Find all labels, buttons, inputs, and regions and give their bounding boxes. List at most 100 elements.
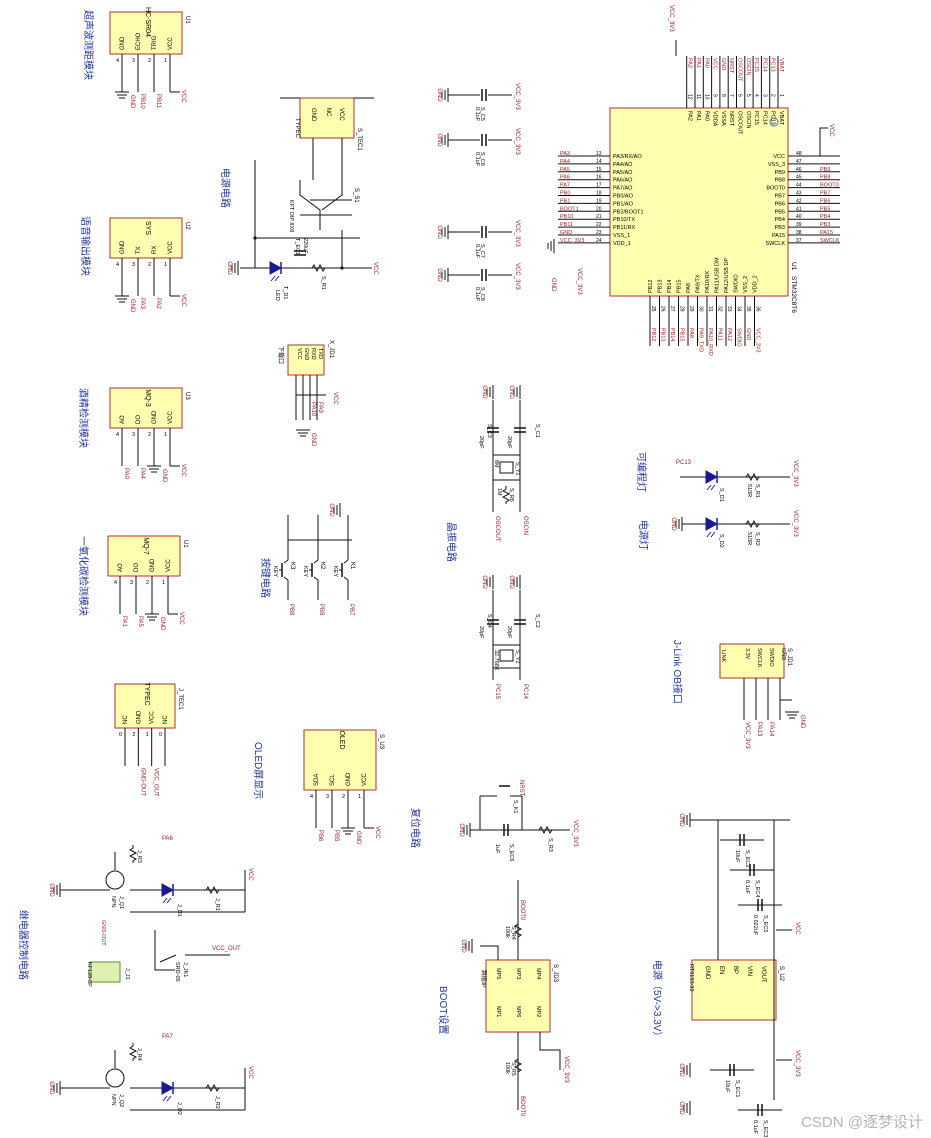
- cap-S_C4: [487, 619, 499, 625]
- module-body-hcsr04: [109, 11, 183, 55]
- mcu-net-label: PB6: [820, 198, 830, 204]
- xtal-value: 8M: [493, 460, 499, 468]
- led-triangle: [269, 261, 283, 275]
- mcu-pin-name: OSCIN: [745, 111, 751, 128]
- net-label: VCC: [178, 612, 184, 625]
- led-triangle: [161, 1081, 175, 1095]
- wire: [321, 180, 343, 211]
- wire: [128, 845, 138, 863]
- mcu-net-label: VCC_3V3: [560, 238, 584, 244]
- mcu-net-label: PB12: [650, 328, 656, 341]
- mcu-pin-name: PC13: [770, 111, 776, 125]
- module-body-co: [107, 535, 181, 577]
- module-chip-name: MQ-7: [142, 537, 149, 555]
- ground-label: GND: [508, 385, 514, 399]
- mcu-pin-name: PB13: [658, 280, 664, 293]
- mcu-pin-number: 31: [707, 306, 713, 312]
- pin-name: RX: [152, 246, 158, 254]
- pin-name: RXD: [310, 348, 316, 360]
- mcu-pin-number: 1: [778, 94, 784, 97]
- wire: [313, 559, 319, 564]
- cap-S_C8: [481, 269, 487, 281]
- mcu-net-label: PA15: [820, 230, 833, 236]
- ground-symbol: GND: [678, 1063, 691, 1077]
- net-label: PA5: [137, 616, 143, 628]
- net-label: VCC_OUT: [212, 946, 241, 952]
- net-label: VCC_OUT: [153, 768, 159, 797]
- regulator-body: [691, 959, 777, 1021]
- xtal-ref: S_Y2: [514, 650, 520, 663]
- mcu-net-label: PB11: [560, 222, 573, 228]
- cap-ref: S_C6: [479, 152, 485, 166]
- mcu-pin-name: VDDA: [712, 111, 718, 127]
- module-title: 酒精检测模块: [77, 388, 90, 448]
- pin-name: MP3: [515, 968, 521, 979]
- mcu-pin-name: VSS_1: [613, 233, 630, 239]
- mcu-pin-number: 27: [669, 306, 675, 312]
- header-ref: X_JD1: [328, 340, 334, 359]
- ground-symbol: GND: [145, 613, 165, 631]
- mcu-net-label: PA0: [703, 58, 709, 68]
- net-label: VCC: [180, 464, 186, 477]
- pin-name: GND: [303, 348, 309, 360]
- ground-label: GND: [159, 617, 165, 631]
- section-title: BOOT设置: [437, 986, 449, 1034]
- led-S_D1: [705, 470, 719, 491]
- cap-value: 0.1uF: [474, 287, 480, 302]
- mcu-pin-number: 23: [596, 230, 602, 236]
- resistor-J_R4: [128, 1043, 138, 1061]
- mcu-net-label: PA2: [687, 58, 693, 68]
- net-label: VCC_3V3: [514, 220, 520, 247]
- pin-name: VOUT: [760, 966, 766, 983]
- pin-name: TXD: [317, 348, 323, 359]
- mcu-pin-number: 11: [695, 94, 701, 99]
- transistor-part: NPN: [110, 896, 116, 908]
- mcu-pin-number: 14: [596, 159, 602, 165]
- header-body: [287, 344, 325, 376]
- res-ref: J_R2: [214, 1096, 220, 1109]
- pin-number: 3: [132, 262, 135, 268]
- resistor-J_R2: [203, 1083, 221, 1093]
- led-ref: S_D2: [718, 534, 724, 548]
- mcu-net-label: PA11: [717, 328, 723, 341]
- section-title: 继电器控制电路: [17, 910, 30, 980]
- resistor-S_R1: [309, 263, 327, 273]
- terminal-connector: [89, 961, 121, 983]
- mcu-net-label: PA1: [695, 58, 701, 68]
- connector-part: KF128-3P: [86, 962, 92, 987]
- cap-ref: S_C5: [479, 107, 485, 121]
- ground-label: GND: [481, 385, 487, 399]
- mcu-pin-number: 22: [596, 222, 602, 228]
- mcu-net-label: PB9: [820, 167, 830, 173]
- boot-jumper-body: [485, 959, 551, 1033]
- module-ref: U2: [184, 222, 190, 230]
- key-ref: K2: [319, 562, 325, 570]
- ground-label: GND: [328, 503, 334, 517]
- net-label: GND-OUT: [100, 920, 106, 946]
- mcu-pin-name: VCC: [773, 154, 785, 160]
- led-ref: S_D1: [718, 488, 724, 502]
- module-ref: U1: [184, 16, 190, 24]
- key-part: KEY: [332, 566, 338, 577]
- section-title: 复位电路: [409, 808, 422, 848]
- net-label: PA0: [123, 468, 129, 480]
- net-label: PA7: [162, 1034, 174, 1040]
- cap-value: 0.1uF: [752, 1120, 758, 1135]
- pin-name: EN: [718, 966, 724, 974]
- mcu-pin-name: VSS_2: [743, 276, 749, 293]
- wire: [166, 1095, 172, 1102]
- cap-ref: S_C4: [486, 614, 492, 628]
- pin-number: 2: [148, 58, 151, 64]
- mcu-pin-number: 19: [596, 198, 602, 204]
- module-chip-name: MQ-3: [144, 389, 151, 407]
- mcu-pin-name: PA15: [772, 233, 785, 239]
- pin-name: GND: [152, 410, 158, 424]
- pin-name: NC: [123, 715, 129, 724]
- switch-part: KFT DIP 8X8: [288, 200, 294, 232]
- net-label: VCC_3V3: [792, 460, 798, 487]
- led-triangle: [705, 517, 719, 531]
